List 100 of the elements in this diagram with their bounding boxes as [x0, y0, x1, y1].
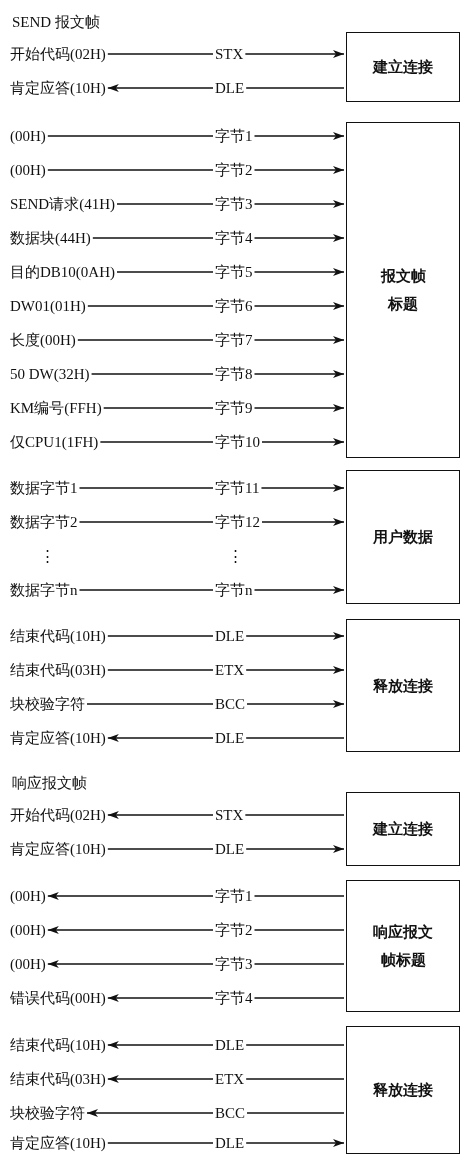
byte-label: 字节12 [215, 512, 260, 532]
arrow [107, 994, 214, 1002]
byte-label: DLE [215, 1035, 245, 1055]
arrow [253, 370, 345, 378]
byte-label: ETX [215, 660, 245, 680]
connector-line [77, 339, 214, 341]
byte-label: 字节8 [215, 364, 253, 384]
arrow [253, 132, 345, 140]
section-title: 响应报文帧标题 [372, 923, 434, 970]
connector-line [87, 305, 214, 307]
byte-label: 字节n [215, 580, 253, 600]
byte-label: 字节6 [215, 296, 253, 316]
section-box [346, 792, 460, 866]
frame-heading: 响应报文帧 [12, 774, 87, 793]
connector-line [245, 737, 345, 739]
arrow [253, 302, 345, 310]
arrow [47, 892, 214, 900]
section-title: 建立连接 [373, 58, 433, 77]
byte-label: ETX [215, 1069, 245, 1089]
connector-line [253, 963, 345, 965]
arrow [47, 926, 214, 934]
arrow [245, 666, 345, 674]
arrow [86, 1109, 214, 1117]
byte-label: 字节2 [215, 920, 253, 940]
field-description: 数据字节n [10, 580, 78, 600]
field-description: DW01(01H) [10, 296, 86, 316]
connector-line [107, 669, 214, 671]
connector-line [78, 589, 214, 591]
connector-line [116, 203, 214, 205]
arrow [244, 50, 345, 58]
arrow [253, 336, 345, 344]
field-description: 结束代码(10H) [10, 1035, 106, 1055]
section-title: 用户数据 [373, 528, 433, 547]
connector-line [107, 1142, 214, 1144]
connector-line [245, 87, 345, 89]
connector-line [99, 441, 214, 443]
field-description: 结束代码(03H) [10, 1069, 106, 1089]
field-description: 数据字节2 [10, 512, 78, 532]
connector-line [245, 1078, 345, 1080]
byte-label: BCC [215, 694, 245, 714]
connector-line [92, 237, 214, 239]
arrow [245, 845, 345, 853]
field-description: 结束代码(10H) [10, 626, 106, 646]
byte-label: 字节1 [215, 886, 253, 906]
connector-line [246, 1112, 345, 1114]
byte-label: BCC [215, 1103, 245, 1123]
section-title: 释放连接 [373, 676, 433, 696]
connector-line [107, 635, 214, 637]
field-description: 错误代码(00H) [10, 988, 106, 1008]
byte-label: STX [215, 44, 244, 64]
section-box [346, 1026, 460, 1154]
arrow [107, 811, 214, 819]
arrow [253, 166, 345, 174]
section-title: 建立连接 [373, 820, 433, 839]
byte-label: 字节1 [215, 126, 253, 146]
field-description: (00H) [10, 160, 46, 180]
connector-line [90, 373, 214, 375]
arrow [107, 1041, 214, 1049]
arrow [246, 700, 345, 708]
field-description: (00H) [10, 954, 46, 974]
byte-label: 字节9 [215, 398, 253, 418]
connector-line [245, 1044, 345, 1046]
byte-label: 字节2 [215, 160, 253, 180]
section-title: 释放连接 [373, 1081, 433, 1100]
section-box [346, 32, 460, 102]
arrow [253, 200, 345, 208]
arrow [261, 518, 345, 526]
connector-line [78, 521, 214, 523]
field-description: 肯定应答(10H) [10, 839, 106, 859]
byte-label: DLE [215, 626, 245, 646]
byte-label: 字节11 [215, 478, 260, 498]
section-box [346, 470, 460, 604]
arrow [107, 1075, 214, 1083]
field-description: 块校验字符 [10, 694, 85, 714]
arrow [253, 268, 345, 276]
section-box [346, 122, 460, 458]
connector-line [253, 997, 345, 999]
connector-line [244, 814, 345, 816]
field-description: KM编号(FFH) [10, 398, 102, 418]
byte-label: 字节3 [215, 194, 253, 214]
byte-label: 字节3 [215, 954, 253, 974]
byte-label: STX [215, 805, 244, 825]
section-title: 报文帧标题 [379, 267, 427, 314]
arrow [253, 404, 345, 412]
connector-line [86, 703, 214, 705]
field-description: 开始代码(02H) [10, 44, 106, 64]
field-description: 数据块(44H) [10, 228, 91, 248]
field-description: (00H) [10, 126, 46, 146]
arrow [260, 484, 345, 492]
arrow [261, 438, 345, 446]
field-description: 肯定应答(10H) [10, 78, 106, 98]
arrow [253, 586, 345, 594]
field-description: SEND请求(41H) [10, 194, 115, 214]
field-description: 目的DB10(0AH) [10, 262, 115, 282]
arrow [107, 734, 214, 742]
frame-heading: SEND 报文帧 [12, 13, 100, 32]
connector-line [47, 135, 214, 137]
connector-line [253, 895, 345, 897]
byte-label: 字节5 [215, 262, 253, 282]
arrow [245, 632, 345, 640]
